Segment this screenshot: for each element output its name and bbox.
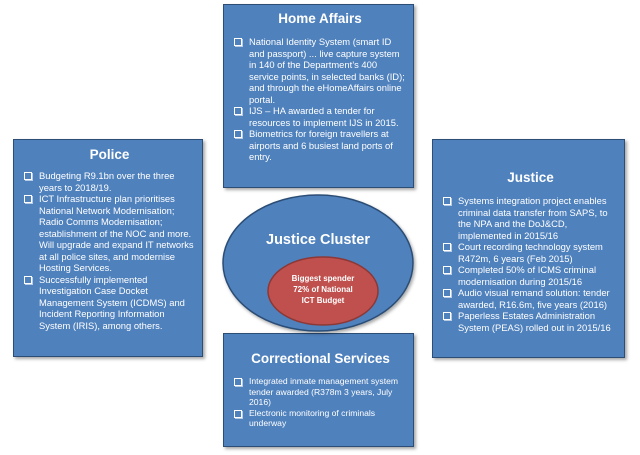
list-item: Systems integration project enables crim… bbox=[442, 195, 619, 241]
checkbox-bullet-icon bbox=[443, 289, 451, 297]
highlight-line-1: Biggest spender bbox=[292, 274, 355, 283]
list-item: Paperless Estates Administration System … bbox=[442, 310, 619, 333]
correctional-services-box: Correctional Services Integrated inmate … bbox=[223, 333, 414, 447]
checkbox-bullet-icon bbox=[234, 38, 242, 46]
police-list: Budgeting R9.1bn over the three years to… bbox=[23, 170, 196, 331]
checkbox-bullet-icon bbox=[234, 409, 242, 418]
justice-cluster-ellipse bbox=[222, 194, 414, 332]
list-item-text: Electronic monitoring of criminals under… bbox=[249, 407, 376, 429]
list-item-text: National Identity System (smart ID and p… bbox=[249, 36, 405, 105]
list-item-text: Biometrics for foreign travellers at air… bbox=[249, 128, 393, 162]
list-item-text: Integrated inmate management system tend… bbox=[249, 376, 399, 407]
list-item-text: Paperless Estates Administration System … bbox=[458, 310, 611, 333]
list-item: Electronic monitoring of criminals under… bbox=[233, 408, 408, 429]
home-affairs-title: Home Affairs bbox=[278, 11, 362, 26]
checkbox-bullet-icon bbox=[24, 275, 32, 284]
list-item: Court recording technology system R472m,… bbox=[442, 241, 619, 264]
checkbox-bullet-icon bbox=[234, 378, 242, 386]
highlight-line-2: 72% of National bbox=[293, 285, 353, 294]
checkbox-bullet-icon bbox=[443, 312, 451, 320]
list-item-text: Court recording technology system R472m,… bbox=[458, 241, 603, 264]
checkbox-bullet-icon bbox=[234, 130, 242, 138]
list-item: National Identity System (smart ID and p… bbox=[233, 36, 407, 105]
list-item-text: Budgeting R9.1bn over the three years to… bbox=[39, 170, 175, 193]
checkbox-bullet-icon bbox=[24, 195, 32, 203]
list-item: Completed 50% of ICMS criminal modernisa… bbox=[442, 264, 619, 287]
list-item: Successfully implemented Investigation C… bbox=[23, 274, 196, 332]
justice-list: Systems integration project enables crim… bbox=[442, 195, 619, 333]
police-title: Police bbox=[89, 147, 130, 162]
list-item-text: IJS – HA awarded a tender for resources … bbox=[249, 105, 399, 128]
list-item-text: ICT Infrastructure plan prioritises Nati… bbox=[39, 193, 194, 273]
list-item-text: Audio visual remand solution: tender awa… bbox=[458, 287, 610, 310]
list-item: Audio visual remand solution: tender awa… bbox=[442, 287, 619, 310]
biggest-spender-ellipse bbox=[267, 256, 379, 326]
correctional-services-list: Integrated inmate management system tend… bbox=[233, 376, 408, 429]
highlight-line-3: ICT Budget bbox=[302, 296, 345, 305]
home-affairs-box: Home Affairs National Identity System (s… bbox=[223, 4, 414, 188]
justice-cluster-title: Justice Cluster bbox=[266, 232, 370, 248]
home-affairs-list: National Identity System (smart ID and p… bbox=[233, 36, 407, 163]
list-item: Budgeting R9.1bn over the three years to… bbox=[23, 170, 196, 193]
list-item-text: Systems integration project enables crim… bbox=[458, 195, 608, 241]
list-item: Integrated inmate management system tend… bbox=[233, 376, 408, 408]
correctional-services-title: Correctional Services bbox=[251, 351, 390, 366]
checkbox-bullet-icon bbox=[234, 107, 242, 115]
checkbox-bullet-icon bbox=[443, 243, 451, 251]
justice-title: Justice bbox=[507, 170, 554, 185]
checkbox-bullet-icon bbox=[443, 266, 451, 274]
list-item-text: Completed 50% of ICMS criminal modernisa… bbox=[458, 264, 597, 287]
checkbox-bullet-icon bbox=[443, 197, 451, 205]
list-item: ICT Infrastructure plan prioritises Nati… bbox=[23, 193, 196, 274]
justice-box: Justice Systems integration project enab… bbox=[432, 139, 625, 358]
checkbox-bullet-icon bbox=[24, 172, 32, 180]
list-item-text: Successfully implemented Investigation C… bbox=[39, 273, 185, 331]
list-item: Biometrics for foreign travellers at air… bbox=[233, 128, 407, 163]
list-item: IJS – HA awarded a tender for resources … bbox=[233, 105, 407, 128]
police-box: Police Budgeting R9.1bn over the three y… bbox=[13, 139, 203, 357]
